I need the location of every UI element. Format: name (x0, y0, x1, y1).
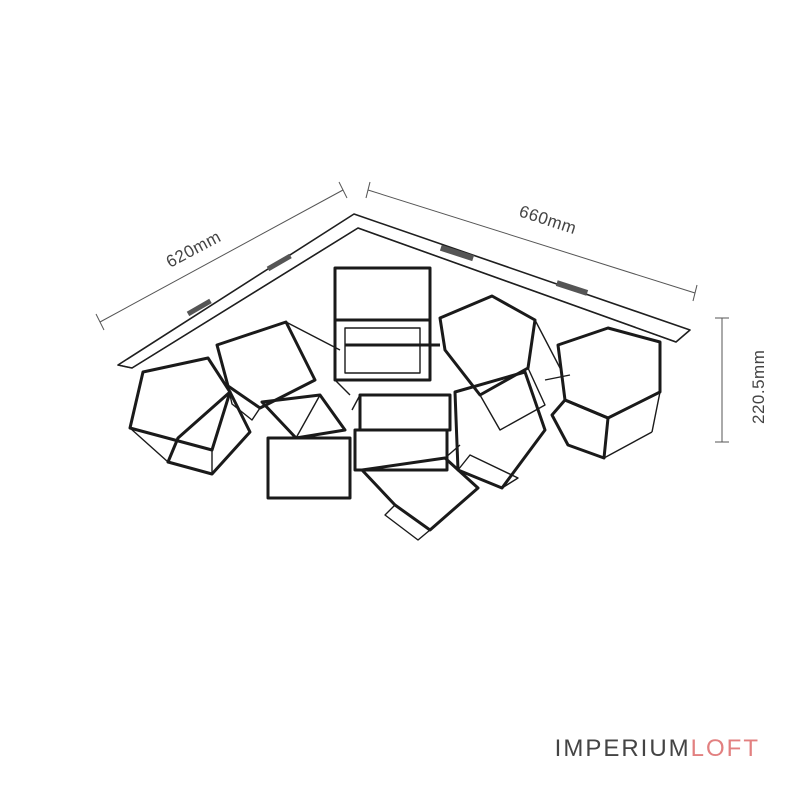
ceiling-plate (117, 213, 691, 369)
frame-pentagon-right-top (438, 294, 561, 431)
brand-part2: LOFT (690, 735, 760, 762)
dimension-height: 220.5mm (715, 317, 768, 443)
frame-pentagon-left (128, 356, 252, 476)
frame-cube-top (333, 266, 440, 396)
frame-square-center-small (260, 393, 352, 500)
frame-pentagon-upper-left (215, 320, 341, 421)
frame-diamond-bottom (360, 444, 480, 541)
depth-label: 660mm (517, 202, 579, 238)
height-label: 220.5mm (749, 350, 768, 424)
brand-part1: IMPERIUM (554, 735, 691, 762)
dimension-depth: 660mm (365, 181, 698, 302)
frame-cube-center (351, 393, 452, 472)
brand-logo: IMPERIUMLOFT (555, 735, 760, 763)
width-label: 620mm (163, 227, 224, 272)
vent-slots (186, 244, 589, 317)
frame-pentagon-right (550, 326, 662, 460)
dimension-width: 620mm (95, 181, 348, 331)
frame-square-right-center (453, 370, 571, 490)
